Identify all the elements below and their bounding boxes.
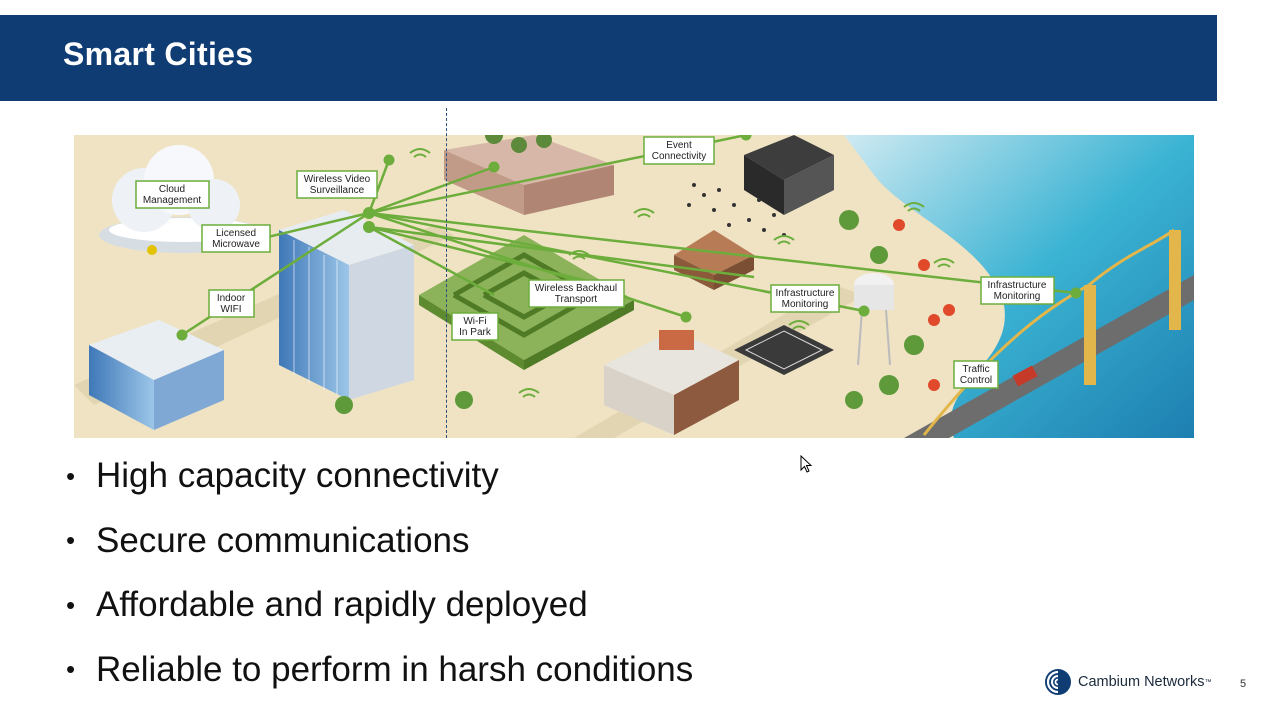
- bullet-list: • High capacity connectivity • Secure co…: [66, 444, 693, 702]
- bullet-icon: •: [66, 525, 76, 556]
- smart-city-illustration: Cloud Management Licensed Microwave Indo…: [74, 135, 1194, 438]
- label-wireless-video-surveillance: Wireless Video Surveillance: [296, 170, 378, 199]
- label-wifi-in-park: Wi-Fi In Park: [451, 312, 499, 341]
- office-tower: [279, 210, 414, 400]
- trademark: ™: [1204, 678, 1212, 686]
- svg-text:Event: Event: [666, 140, 692, 151]
- bullet-item: • Affordable and rapidly deployed: [66, 573, 693, 638]
- svg-text:Transport: Transport: [555, 294, 598, 305]
- label-licensed-microwave: Licensed Microwave: [201, 224, 271, 253]
- beach-umbrellas: [893, 219, 955, 391]
- building-left: [89, 320, 224, 430]
- brand-name: Cambium Networks: [1078, 674, 1205, 690]
- bullet-text: Secure communications: [96, 520, 470, 560]
- label-infrastructure-monitoring-2: Infrastructure Monitoring: [980, 276, 1055, 305]
- svg-text:Surveillance: Surveillance: [310, 185, 365, 196]
- bullet-icon: •: [66, 654, 76, 685]
- building-top: [444, 135, 614, 215]
- svg-text:Management: Management: [143, 195, 202, 206]
- label-infrastructure-monitoring-1: Infrastructure Monitoring: [770, 284, 840, 313]
- svg-text:Microwave: Microwave: [212, 239, 260, 250]
- label-traffic-control: Traffic Control: [953, 360, 999, 389]
- svg-text:Monitoring: Monitoring: [994, 291, 1041, 302]
- bullet-item: • Reliable to perform in harsh condition…: [66, 638, 693, 703]
- bullet-text: High capacity connectivity: [96, 456, 499, 496]
- building-bottom: [604, 330, 739, 435]
- event-stage: [744, 135, 834, 215]
- svg-text:Control: Control: [960, 375, 992, 386]
- bullet-icon: •: [66, 589, 76, 620]
- cambium-logo-icon: [1045, 669, 1071, 695]
- svg-text:Monitoring: Monitoring: [782, 299, 829, 310]
- bullet-icon: •: [66, 460, 76, 491]
- svg-text:Connectivity: Connectivity: [652, 151, 706, 162]
- divider-line: [446, 108, 447, 438]
- svg-text:Cloud: Cloud: [159, 184, 185, 195]
- mouse-cursor-icon: [800, 455, 813, 473]
- bullet-text: Reliable to perform in harsh conditions: [96, 649, 694, 689]
- svg-text:Licensed: Licensed: [216, 228, 256, 239]
- label-indoor-wifi: Indoor WIFI: [208, 289, 255, 318]
- svg-text:Wi-Fi: Wi-Fi: [463, 316, 486, 327]
- label-cloud-management: Cloud Management: [135, 180, 210, 209]
- svg-text:Infrastructure: Infrastructure: [988, 280, 1047, 291]
- label-wireless-backhaul-transport: Wireless Backhaul Transport: [528, 279, 625, 308]
- bullet-text: Affordable and rapidly deployed: [96, 585, 588, 625]
- svg-text:Wireless Backhaul: Wireless Backhaul: [535, 283, 617, 294]
- svg-text:Wireless Video: Wireless Video: [304, 174, 371, 185]
- label-event-connectivity: Event Connectivity: [643, 136, 715, 165]
- water-tower: [854, 273, 894, 366]
- svg-text:Indoor: Indoor: [217, 293, 246, 304]
- palm-trees: [335, 210, 924, 414]
- bullet-item: • High capacity connectivity: [66, 444, 693, 509]
- svg-text:Infrastructure: Infrastructure: [776, 288, 835, 299]
- slide-title: Smart Cities: [63, 36, 254, 72]
- bullet-item: • Secure communications: [66, 509, 693, 574]
- network-nodes: [176, 135, 1082, 341]
- wifi-icon: [409, 148, 955, 398]
- page-number: 5: [1240, 678, 1247, 690]
- svg-text:In Park: In Park: [459, 327, 492, 338]
- basketball-court: [734, 325, 834, 375]
- svg-text:Traffic: Traffic: [962, 364, 989, 375]
- svg-text:WIFI: WIFI: [220, 304, 241, 315]
- title-bar: [0, 15, 1217, 101]
